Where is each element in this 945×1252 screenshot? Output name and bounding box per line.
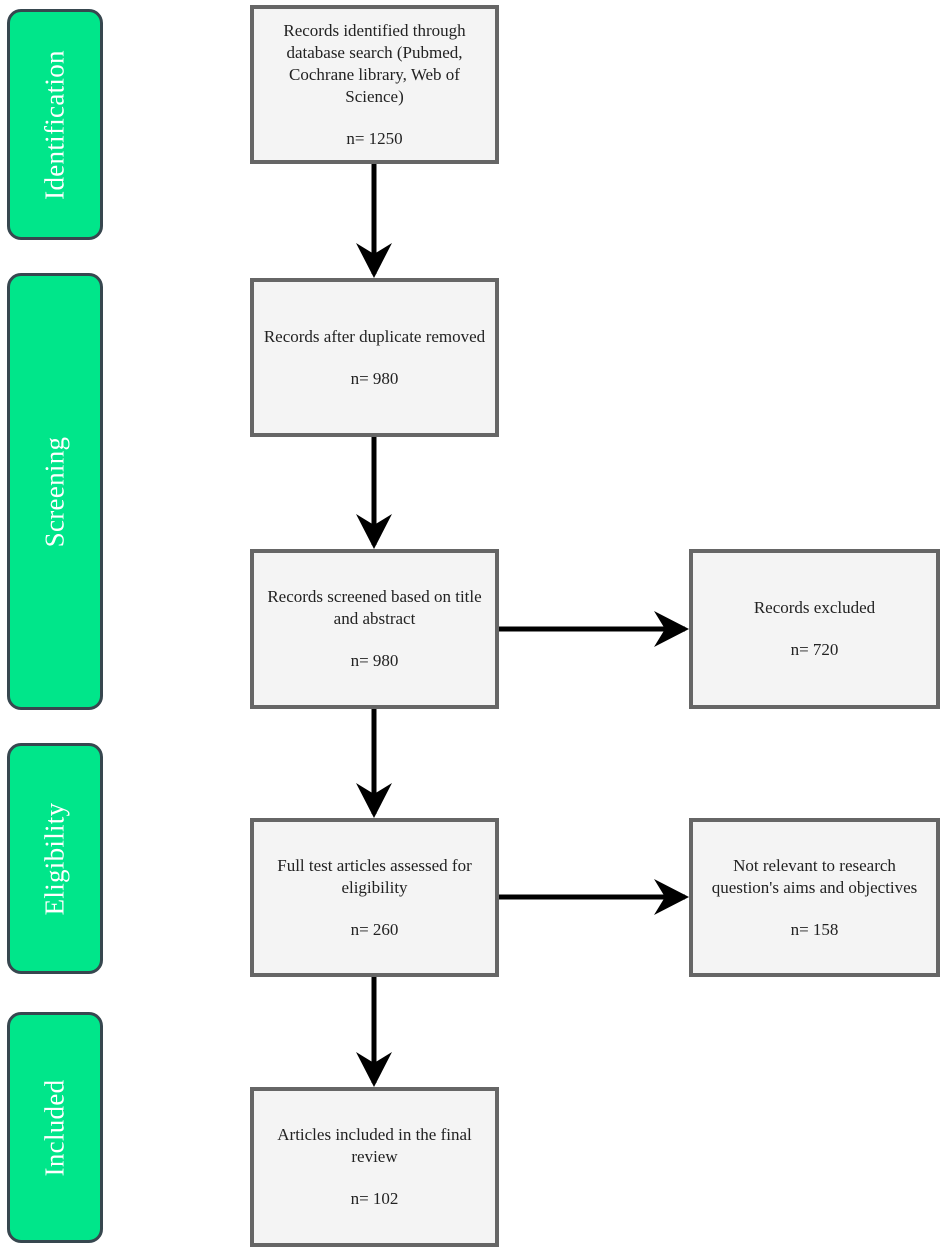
phase-included: Included (7, 1012, 103, 1243)
box-records-identified-text: Records identified through database sear… (283, 20, 466, 106)
box-records-screened-count: n= 980 (350, 651, 399, 670)
box-records-excluded-text: Records excluded (753, 598, 876, 617)
box-records-identified: Records identified through database sear… (250, 5, 499, 164)
box-records-deduplicated: Records after duplicate removed n= 980 (250, 278, 499, 437)
phase-eligibility: Eligibility (7, 743, 103, 974)
phase-screening: Screening (7, 273, 103, 710)
phase-included-label: Included (39, 1079, 70, 1176)
box-full-text-assessed-text: Full test articles assessed for eligibil… (277, 855, 472, 897)
box-articles-included-text: Articles included in the final review (277, 1125, 472, 1166)
phase-eligibility-label: Eligibility (39, 802, 70, 915)
phase-screening-label: Screening (39, 436, 70, 547)
box-records-deduplicated-count: n= 980 (350, 368, 399, 388)
phase-identification: Identification (7, 9, 103, 240)
box-records-screened-text: Records screened based on title and abst… (267, 587, 482, 628)
box-records-deduplicated-text: Records after duplicate removed (263, 326, 486, 346)
box-records-excluded-count: n= 720 (790, 640, 839, 659)
box-records-excluded: Records excluded n= 720 (689, 549, 940, 709)
box-records-screened: Records screened based on title and abst… (250, 549, 499, 709)
box-full-text-assessed: Full test articles assessed for eligibil… (250, 818, 499, 977)
box-full-text-assessed-count: n= 260 (350, 919, 399, 939)
box-articles-included-count: n= 102 (350, 1189, 399, 1208)
box-articles-included: Articles included in the final review n=… (250, 1087, 499, 1247)
box-not-relevant-count: n= 158 (790, 919, 839, 939)
box-not-relevant: Not relevant to research question's aims… (689, 818, 940, 977)
box-records-identified-count: n= 1250 (346, 128, 403, 148)
box-not-relevant-text: Not relevant to research question's aims… (711, 855, 918, 897)
phase-identification-label: Identification (39, 49, 70, 200)
